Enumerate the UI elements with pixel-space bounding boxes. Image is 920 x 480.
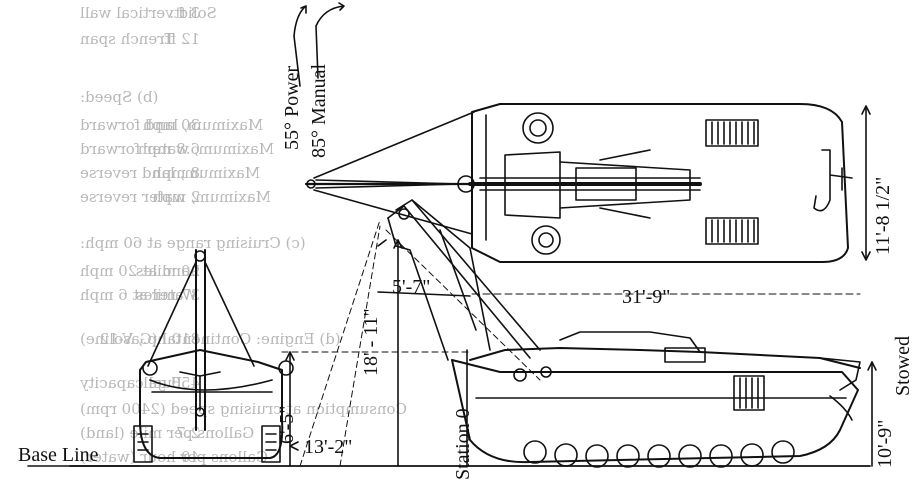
grille-top-right <box>705 217 759 245</box>
grille-top-left <box>705 119 759 147</box>
stowed-label: Stowed <box>892 336 914 396</box>
road-wheels <box>523 440 795 468</box>
side-view <box>377 199 861 468</box>
front-view <box>133 249 294 463</box>
stowed-height-label: 10'-9" <box>874 419 896 468</box>
boom-angle-manual-label: 85° Manual <box>308 63 330 158</box>
base-line-label: Base Line <box>18 444 99 466</box>
top-view <box>304 103 871 263</box>
front-height-label: 6'-5" <box>276 405 298 444</box>
front-width-label: 13'-2" <box>304 436 353 458</box>
boom-angle-power-label: 55° Power <box>281 65 303 150</box>
top-width-label: 11'-8 1/2" <box>872 176 894 255</box>
vehicle-length-label: 31'-9" <box>622 286 671 308</box>
height-label: 18' - 11" <box>360 308 382 376</box>
boom-reach-label: 5'-7" <box>392 276 431 298</box>
station-label: Station 0 <box>452 408 474 480</box>
dimension-lines <box>27 2 877 467</box>
